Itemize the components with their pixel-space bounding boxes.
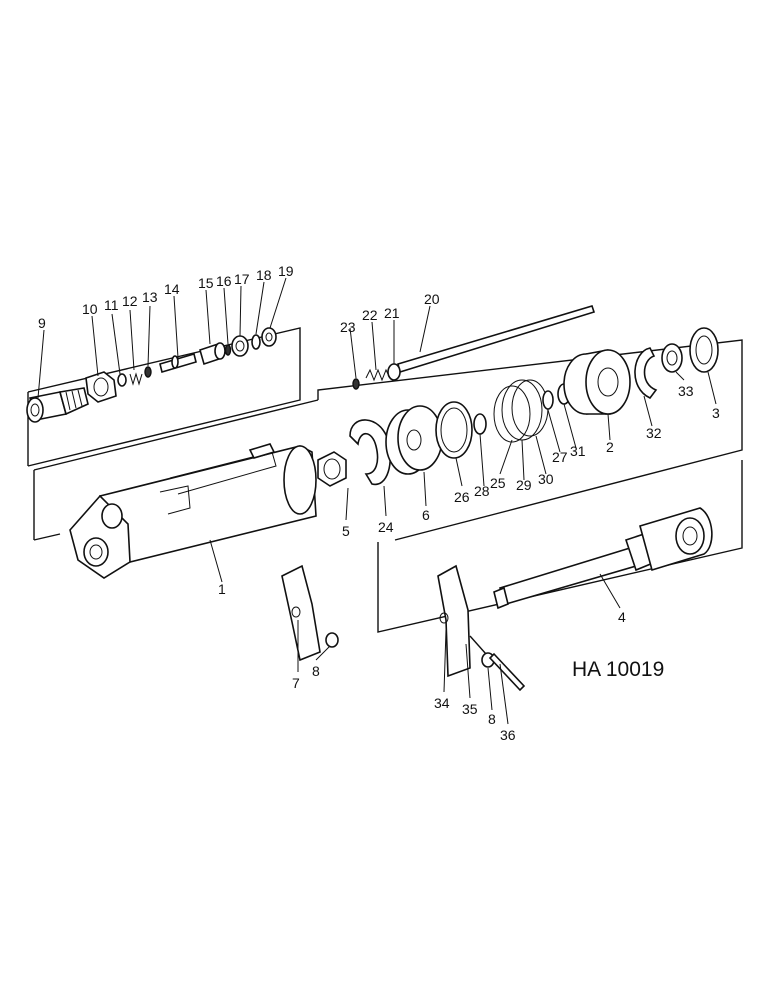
label-3: 3	[712, 405, 720, 421]
label-18: 18	[256, 267, 272, 283]
label-23: 23	[340, 319, 356, 335]
part-12-spring	[129, 372, 143, 386]
part-8-nut-a	[325, 632, 339, 648]
label-34: 34	[434, 695, 450, 711]
part-22-spring	[365, 368, 391, 382]
part-9-fitting	[26, 387, 89, 423]
label-13: 13	[142, 289, 158, 305]
label-10: 10	[82, 301, 98, 317]
part-labels: 9 10 11 12 13 14 15 16 17 18 19 20 21 22…	[38, 263, 720, 743]
label-31: 31	[570, 443, 586, 459]
part-25-ring	[493, 385, 531, 443]
part-14-poppet	[159, 352, 197, 374]
label-9: 9	[38, 315, 46, 331]
leader-lines	[37, 277, 717, 725]
label-35: 35	[462, 701, 478, 717]
label-19: 19	[278, 263, 294, 279]
label-2: 2	[606, 439, 614, 455]
part-7-bracket	[281, 564, 321, 662]
label-28: 28	[474, 483, 490, 499]
label-36: 36	[500, 727, 516, 743]
label-27: 27	[552, 449, 568, 465]
label-29: 29	[516, 477, 532, 493]
group-outline-rod	[377, 460, 743, 633]
label-4: 4	[618, 609, 626, 625]
label-1: 1	[218, 581, 226, 597]
part-36-bolt	[488, 652, 526, 692]
part-6-piston	[385, 405, 443, 475]
part-10-nut	[85, 371, 117, 403]
label-8-left: 8	[312, 663, 320, 679]
label-32: 32	[646, 425, 662, 441]
part-15-body	[199, 342, 226, 366]
label-15: 15	[198, 275, 214, 291]
label-11: 11	[104, 297, 119, 313]
part-3-nut	[689, 327, 719, 373]
label-25: 25	[490, 475, 506, 491]
part-24-ring	[349, 419, 392, 486]
drawing-code: HA 10019	[572, 658, 664, 681]
part-26-seal	[435, 401, 473, 459]
label-30: 30	[538, 471, 554, 487]
label-5: 5	[342, 523, 350, 539]
part-29-ring	[501, 379, 543, 441]
part-27-ring	[542, 390, 554, 410]
label-14: 14	[164, 281, 180, 297]
label-16: 16	[216, 273, 232, 289]
part-19-cap	[261, 327, 277, 347]
part-23-ring	[352, 378, 360, 390]
part-32-snap-ring	[634, 347, 658, 399]
part-28-ring	[473, 413, 487, 435]
label-26: 26	[454, 489, 470, 505]
part-18-ring	[251, 334, 261, 350]
label-17: 17	[234, 271, 250, 287]
label-6: 6	[422, 507, 430, 523]
part-1-cylinder-body	[69, 443, 317, 579]
part-33-wiper	[661, 343, 683, 373]
part-17-washer	[231, 335, 249, 357]
label-12: 12	[122, 293, 138, 309]
label-7: 7	[292, 675, 300, 691]
label-20: 20	[424, 291, 440, 307]
part-34-bracket	[437, 564, 471, 678]
label-22: 22	[362, 307, 378, 323]
label-21: 21	[384, 305, 400, 321]
group-outline-cylinder	[33, 339, 743, 541]
part-35-pin	[469, 635, 487, 655]
part-16-ring	[224, 344, 232, 356]
part-5-nut	[317, 451, 347, 487]
part-11-ring	[117, 373, 127, 387]
part-13-seal	[144, 366, 152, 378]
part-4-piston-rod	[493, 507, 713, 610]
label-24: 24	[378, 519, 394, 535]
label-8-right: 8	[488, 711, 496, 727]
part-2-gland	[563, 349, 631, 415]
label-33: 33	[678, 383, 694, 399]
